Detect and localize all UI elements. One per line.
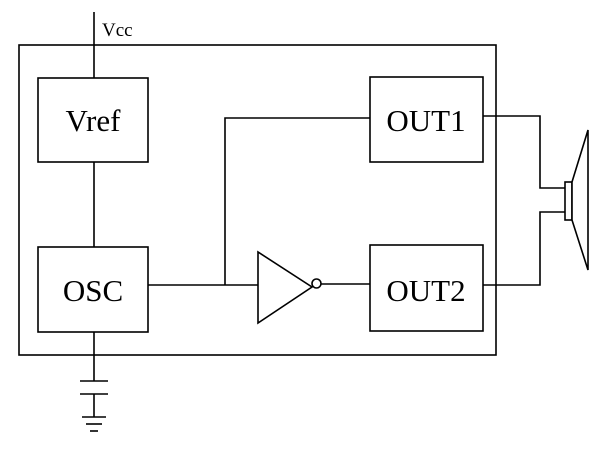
osc-block <box>37 246 149 333</box>
out1-block <box>369 76 484 163</box>
out1-speaker-wire <box>483 115 565 189</box>
out2-label: OUT2 <box>386 273 465 308</box>
out2-block <box>369 244 484 332</box>
inverter-triangle <box>257 250 314 325</box>
osc-label: OSC <box>63 273 123 308</box>
speaker-magnet <box>564 181 573 221</box>
speaker-cone-icon <box>571 129 589 271</box>
out2-speaker-wire <box>483 211 565 286</box>
vref-label: Vref <box>66 103 122 138</box>
vcc-label: Vcc <box>102 20 133 41</box>
ground-icon <box>82 416 106 432</box>
vref-block <box>37 77 149 163</box>
out1-label: OUT1 <box>386 103 465 138</box>
out1-input-wire <box>224 117 370 285</box>
inverter-bubble <box>311 278 322 289</box>
